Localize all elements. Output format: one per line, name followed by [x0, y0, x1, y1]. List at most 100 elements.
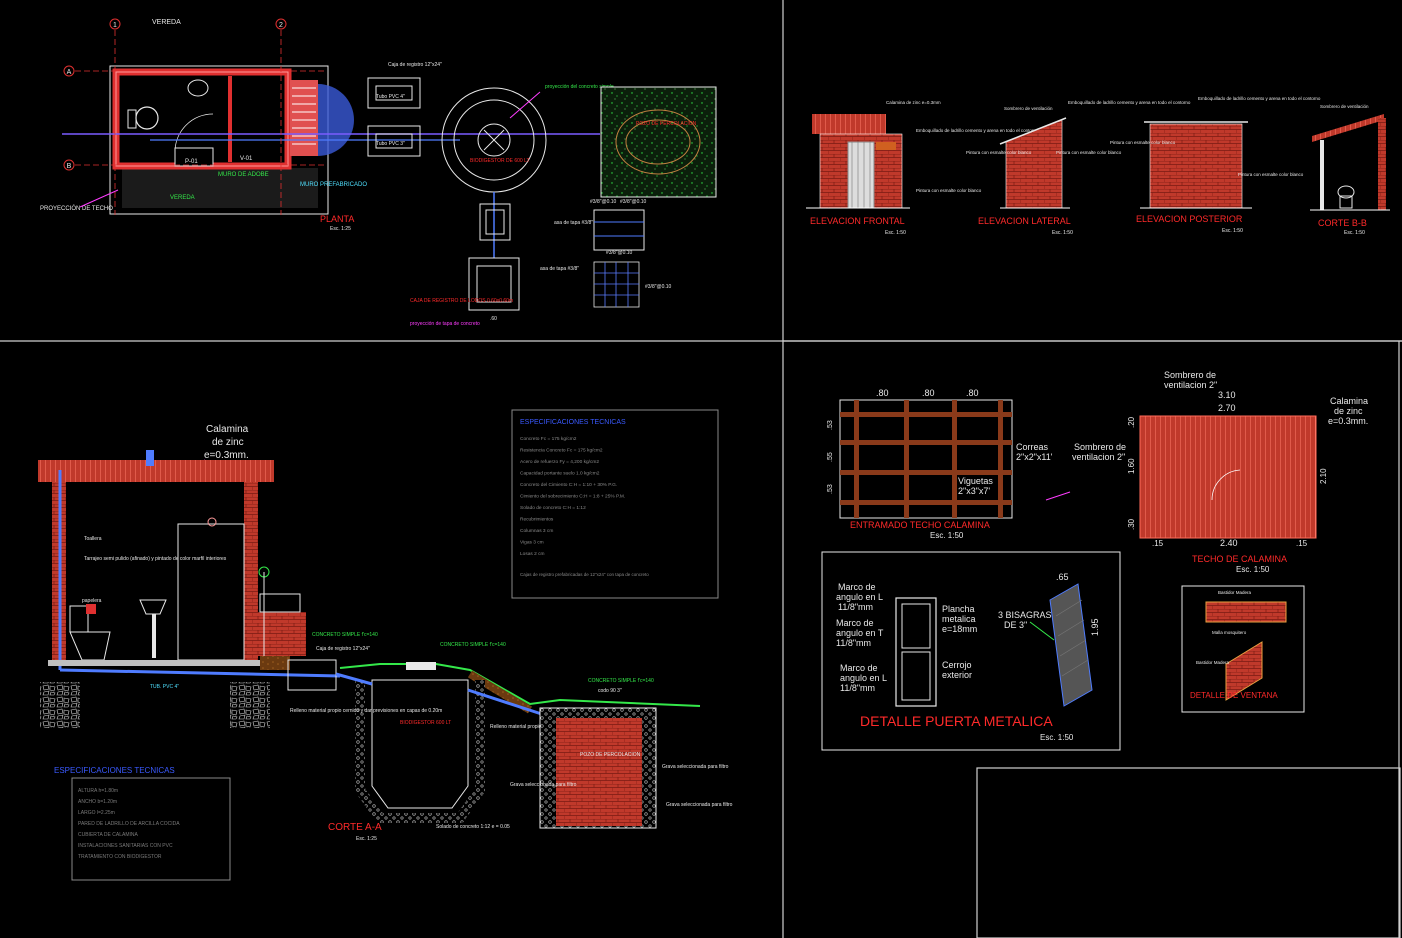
- marco-l1-line2: angulo en L: [836, 592, 883, 602]
- dim-53-a: .53: [827, 420, 834, 430]
- emboquillado-label-1: Emboquillado de ladrillo cemento y arena…: [916, 128, 1039, 133]
- axis-label-2: 2: [279, 22, 283, 29]
- axis-label-b: B: [67, 163, 72, 170]
- pozo-corte-label: POZO DE PERCOLACION: [580, 752, 641, 758]
- varilla-label-3: #3/8"@0.10: [606, 250, 633, 256]
- puerta-title: DETALLE PUERTA METALICA: [860, 713, 1053, 729]
- muro-adobe-label: MURO DE ADOBE: [218, 172, 269, 178]
- vereda-top-label: VEREDA: [152, 19, 181, 26]
- concreto-label-3: CONCRETO SIMPLE f'c=140: [588, 678, 654, 684]
- entramado-title: ENTRAMADO TECHO CALAMINA: [850, 520, 990, 530]
- varilla-label-2: #3/8"@0.10: [620, 199, 647, 205]
- elevaciones-drawing: ELEVACION FRONTAL Esc. 1:50 Calamina de …: [806, 96, 1390, 236]
- marco-l2-line2: angulo en L: [840, 673, 887, 683]
- techo-dim-30: .30: [1127, 518, 1136, 530]
- spec-row: LARGO l=2.25m: [78, 810, 115, 816]
- ventana-label-c: Bastidor Madera: [1196, 660, 1230, 665]
- planta-title: PLANTA: [320, 214, 354, 224]
- cerrojo-line1: Cerrojo: [942, 660, 972, 670]
- biodigestor-label: BIODIGESTOR DE 600 LT: [470, 158, 530, 164]
- varilla-label-1: #3/8"@0.10: [590, 199, 617, 205]
- planta-drawing: 1 2 A B VEREDA VEREDA P-01 V-01 MURO DE …: [40, 18, 717, 327]
- calamina-label-line3: e=0.3mm.: [204, 450, 249, 461]
- elevacion-lateral-scale: Esc. 1:50: [1052, 230, 1073, 236]
- corte-aa-scale: Esc. 1:25: [356, 836, 377, 842]
- puerta-dim-195: 1.95: [1090, 618, 1100, 636]
- grava-label-3: Grava seleccionada para filtro: [666, 802, 733, 808]
- marco-t-line1: Marco de: [836, 618, 874, 628]
- vereda-bottom-label: VEREDA: [170, 195, 195, 201]
- muro-prefabricado-label: MURO PREFABRICADO: [300, 182, 367, 188]
- sombrero-b-line2: ventilacion 2": [1072, 452, 1125, 462]
- concreto-label-2: CONCRETO SIMPLE f'c=140: [440, 642, 506, 648]
- spec-row: Resistencia Concreto Fc = 175 kg/cm2: [520, 448, 603, 454]
- correas-label-line2: 2"x2"x11': [1016, 452, 1053, 462]
- plancha-line1: Plancha: [942, 604, 975, 614]
- calamina-label-line2: de zinc: [212, 437, 244, 448]
- viguetas-label-line2: 2"x3"x7': [958, 486, 990, 496]
- spec-row: PARED DE LADRILLO DE ARCILLA COCIDA: [78, 821, 180, 827]
- sombrero-label-2: Sombrero de ventilación: [1320, 104, 1369, 109]
- spec-row: Vigas 3 cm: [520, 540, 544, 546]
- dim-60-label: .60: [490, 316, 497, 322]
- techo-dim-15a: .15: [1152, 539, 1164, 548]
- spec-row: ANCHO b=1.20m: [78, 799, 117, 805]
- techo-calamina-line2: de zinc: [1334, 406, 1363, 416]
- techo-dim-240: 2.40: [1220, 538, 1238, 548]
- specs-note: Cajas de registro prefabricadas de 12"x2…: [520, 572, 649, 577]
- puerta-scale: Esc. 1:50: [1040, 733, 1074, 742]
- spec-row: Cimiento del sobrecimiento C:H = 1:8 + 2…: [520, 494, 625, 500]
- elevacion-frontal-title: ELEVACION FRONTAL: [810, 216, 905, 226]
- spec-row: Losas 2 cm: [520, 551, 545, 557]
- grava-label-2: Grava seleccionada para filtro: [662, 764, 729, 770]
- corte-aa-drawing: Calamina de zinc e=0.3mm. Toallera Tarra…: [38, 424, 733, 842]
- varilla-label-4: #3/8"@0.10: [645, 284, 672, 290]
- spec-row: Acero de refuerzo Fy = 4,200 kg/cm2: [520, 459, 599, 465]
- marco-l2-line3: 11/8"mm: [840, 683, 875, 693]
- ventana-title: DETALLE DE VENTANA: [1190, 691, 1278, 700]
- elevacion-frontal-scale: Esc. 1:50: [885, 230, 906, 236]
- relleno-label-1: Relleno material propio cernido y dar pr…: [290, 708, 442, 714]
- techo-dim-160: 1.60: [1127, 458, 1136, 474]
- emboquillado-label-2: Emboquillado de ladrillo cemento y arena…: [1068, 100, 1191, 105]
- pintura-label-1: Pintura con esmalte color blanco: [916, 188, 982, 193]
- sombrero-a-line1: Sombrero de: [1164, 370, 1216, 380]
- ventana-label-b: Malla mosquitero: [1212, 630, 1247, 635]
- spec-row: Capacidad portante suelo 1.0 kg/cm2: [520, 471, 600, 477]
- bisagras-line2: DE 3": [1004, 620, 1027, 630]
- puerta-dim-65: .65: [1056, 572, 1069, 582]
- codo-label: codo 90 3": [598, 688, 622, 694]
- corte-bb-title: CORTE B-B: [1318, 218, 1367, 228]
- spec-row: INSTALACIONES SANITARIAS CON PVC: [78, 843, 173, 849]
- specs-panel-title: ESPECIFICACIONES TECNICAS: [520, 419, 626, 426]
- techo-dim-210: 2.10: [1319, 468, 1328, 484]
- correas-label-line1: Correas: [1016, 442, 1049, 452]
- marco-t-line2: angulo en T: [836, 628, 884, 638]
- marco-l1-line1: Marco de: [838, 582, 876, 592]
- plancha-line3: e=18mm: [942, 624, 977, 634]
- caja-registro-corte-label: Caja de registro 12"x24": [316, 646, 370, 652]
- dim-80-a: .80: [876, 388, 889, 398]
- caja-registro-label: Caja de registro 12"x24": [388, 62, 442, 68]
- spec-row: Recubrimientos: [520, 517, 554, 523]
- techo-dim-20: .20: [1127, 416, 1136, 428]
- plancha-line2: metalica: [942, 614, 976, 624]
- techo-dim-270: 2.70: [1218, 403, 1236, 413]
- solado-label: Solado de concreto 1:12 e = 0.05: [436, 824, 510, 830]
- corte-aa-title: CORTE A-A: [328, 822, 382, 833]
- corte-bb-scale: Esc. 1:50: [1344, 230, 1365, 236]
- techo-calamina-line3: e=0.3mm.: [1328, 416, 1368, 426]
- spec-row: Concreto Fc = 175 kg/cm2: [520, 436, 577, 442]
- emboquillado-label-3: Emboquillado de ladrillo cemento y arena…: [1198, 96, 1321, 101]
- toallera-label: Toallera: [84, 536, 102, 542]
- caja-lodos-label: CAJA DE REGISTRO DE LODOS 0.60x0.60m: [410, 298, 513, 304]
- sombrero-a-line2: ventilacion 2": [1164, 380, 1217, 390]
- ventana-label-a: Bastidor Madera: [1218, 590, 1252, 595]
- pintura-label-5: Pintura con esmalte color blanco: [1238, 172, 1304, 177]
- concreto-label-1: CONCRETO SIMPLE f'c=140: [312, 632, 378, 638]
- asa-tapa-label-1: asa de tapa #3/8": [554, 220, 593, 226]
